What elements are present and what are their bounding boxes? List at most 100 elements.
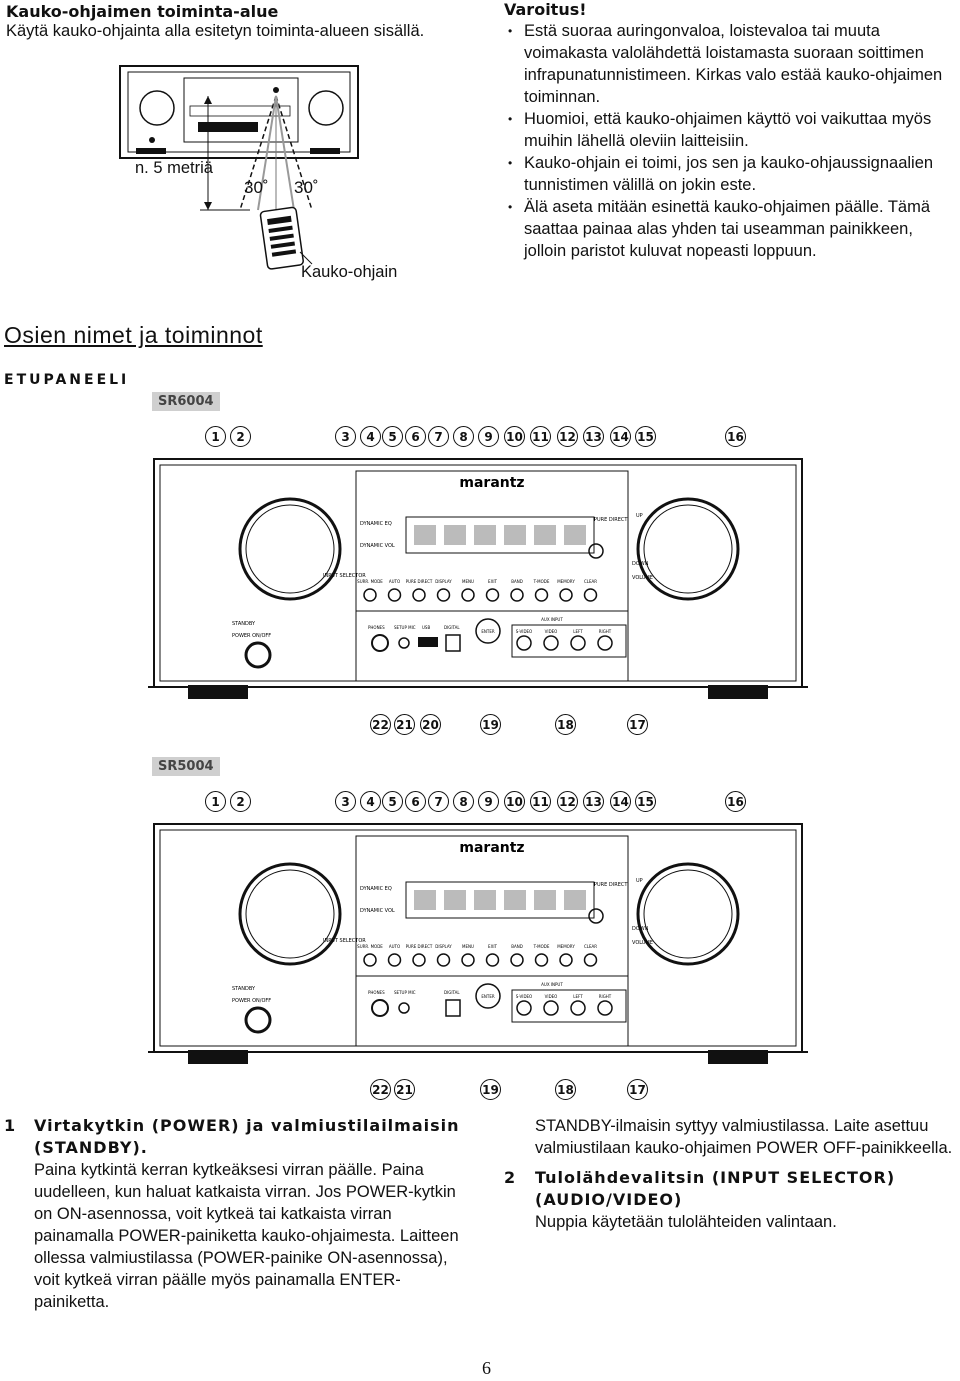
callout-number: 20	[420, 714, 441, 735]
callout-number: 3	[335, 426, 356, 447]
aux-jack	[597, 635, 613, 651]
callout-number: 5	[382, 426, 403, 447]
front-button-label: EXIT	[488, 944, 497, 949]
callout-number: 7	[428, 426, 449, 447]
desc-item-continued: STANDBY-ilmaisin syttyy valmiustilassa. …	[535, 1117, 953, 1157]
callout-number: 11	[530, 426, 551, 447]
aux-jack-label: LEFT	[573, 629, 583, 634]
phones-label: PHONES	[368, 990, 385, 995]
panel-foot	[708, 1050, 768, 1064]
warning-item: Huomioi, että kauko-ohjaimen käyttö voi …	[504, 108, 954, 152]
phones-jack	[371, 999, 389, 1017]
warning-title: Varoitus!	[504, 0, 587, 19]
aux-jack-label: VIDEO	[545, 629, 558, 634]
front-button-label: T-MODE	[533, 579, 550, 584]
usb-label: USB	[422, 625, 430, 630]
front-button-label: AUTO	[389, 944, 400, 949]
display-segment	[504, 890, 526, 910]
aux-jack	[516, 1000, 532, 1016]
front-button	[485, 588, 500, 602]
phones-label: PHONES	[368, 625, 385, 630]
display-segment	[534, 525, 556, 545]
front-button-label: EXIT	[488, 579, 497, 584]
panel-foot	[188, 685, 248, 699]
volume-label: VOLUME	[632, 940, 653, 946]
callout-number: 21	[394, 714, 415, 735]
callout-number: 10	[504, 426, 525, 447]
model-badge-sr6004: SR6004	[152, 392, 220, 411]
input-selector-knob	[238, 862, 342, 966]
display-window	[405, 881, 595, 919]
panel-foot	[708, 685, 768, 699]
front-button	[461, 588, 475, 602]
section-title: Osien nimet ja toiminnot	[4, 322, 263, 348]
input-selector-label: INPUT SELECTOR	[323, 573, 366, 579]
up-label: UP	[636, 878, 643, 884]
aux-jack	[543, 1000, 559, 1016]
setup-mic-label: SETUP MIC	[394, 990, 416, 995]
down-label: DOWN	[632, 926, 649, 932]
callout-number: 11	[530, 791, 551, 812]
callout-number: 4	[360, 426, 381, 447]
desc-item-body: Paina kytkintä kerran kytkeäksesi virran…	[34, 1161, 459, 1311]
front-button	[412, 953, 426, 967]
front-button-label: MENU	[462, 579, 474, 584]
aux-panel	[511, 624, 627, 658]
front-button	[510, 588, 524, 602]
aux-jack	[516, 635, 532, 651]
display-segment	[414, 890, 436, 910]
callout-number: 3	[335, 791, 356, 812]
front-button-label: DISPLAY	[435, 579, 452, 584]
desc-column-right: STANDBY-ilmaisin syttyy valmiustilassa. …	[504, 1115, 960, 1233]
front-button-label: PURE DIRECT	[406, 579, 433, 584]
display-segment	[474, 890, 496, 910]
model-badge-sr5004: SR5004	[152, 757, 220, 776]
digital-input	[445, 999, 461, 1017]
callout-number: 6	[405, 791, 426, 812]
front-button	[583, 953, 598, 967]
dynamic-eq-label: DYNAMIC EQ	[360, 521, 392, 527]
ir-sensor	[588, 908, 604, 924]
desc-item-body: Nuppia käytetään tulolähteiden valintaan…	[535, 1213, 837, 1231]
up-label: UP	[636, 513, 643, 519]
aux-jack-label: RIGHT	[599, 629, 612, 634]
callout-number: 18	[555, 1079, 576, 1100]
front-button-label: SURR. MODE	[357, 944, 383, 949]
aux-jack-label: LEFT	[573, 994, 583, 999]
front-button-label: MEMORY	[557, 579, 575, 584]
digital-input	[445, 634, 461, 652]
setup-mic-jack	[398, 637, 410, 649]
page-number: 6	[482, 1358, 491, 1378]
aux-panel	[511, 989, 627, 1023]
brand-logo: marantz	[459, 475, 524, 491]
display-segment	[564, 890, 586, 910]
aux-jack-label: S-VIDEO	[516, 629, 532, 634]
cursor-pad	[475, 618, 501, 644]
warning-item: Kauko-ohjain ei toimi, jos sen ja kauko-…	[504, 152, 954, 196]
cursor-pad	[475, 983, 501, 1009]
phones-jack	[371, 634, 389, 652]
pure-direct-label: PURE DIRECT	[594, 517, 628, 523]
callout-number: 7	[428, 791, 449, 812]
center-panel	[355, 835, 629, 1047]
knob-ring	[643, 504, 733, 594]
standby-label: STANDBY	[232, 986, 256, 992]
setup-mic-jack	[398, 1002, 410, 1014]
aux-jack-label: RIGHT	[599, 994, 612, 999]
pure-direct-label: PURE DIRECT	[594, 882, 628, 888]
angle-left-label: 30˚	[244, 178, 269, 197]
digital-label: DIGITAL	[444, 990, 460, 995]
front-button	[412, 588, 426, 602]
callout-number: 15	[635, 791, 656, 812]
front-button	[436, 588, 451, 602]
front-button	[363, 953, 377, 967]
range-desc: Käytä kauko-ohjainta alla esitetyn toimi…	[6, 22, 425, 40]
callout-number: 12	[557, 426, 578, 447]
callout-number: 2	[230, 426, 251, 447]
callout-number: 22	[370, 714, 391, 735]
distance-label: n. 5 metriä	[135, 159, 213, 177]
display-segment	[504, 525, 526, 545]
